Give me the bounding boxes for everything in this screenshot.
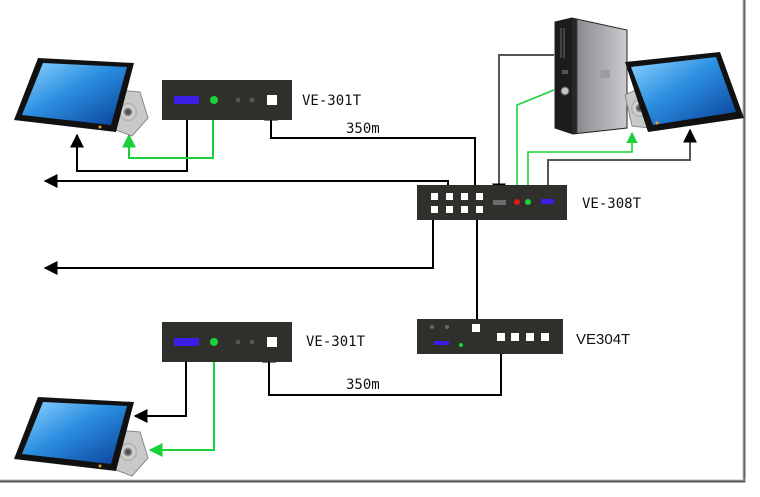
cable-video-301-bottom-to-monitor (133, 343, 187, 423)
cable-video-301-top-to-monitor (70, 102, 188, 172)
port-video-gray (493, 200, 506, 205)
frame-border (0, 0, 746, 483)
led-indicator (445, 325, 449, 329)
label-ve308t: VE-308T (582, 196, 642, 212)
label-distance-top: 350m (346, 121, 380, 137)
led-indicator (249, 339, 255, 345)
port-audio-red (514, 199, 520, 205)
led-indicator (235, 339, 241, 345)
monitor-right (624, 52, 744, 132)
cable-network-308-to-301-top (264, 106, 476, 190)
monitor-icon (625, 52, 744, 132)
led-indicator (235, 97, 241, 103)
led-indicator (249, 97, 255, 103)
cable-network-304-to-301-bottom (262, 340, 502, 396)
port-network (267, 337, 277, 347)
network-ports (431, 193, 483, 213)
monitor-top-left (14, 58, 149, 137)
port-video-blue (541, 199, 554, 204)
label-ve301t-top: VE-301T (302, 93, 362, 109)
device-ve304t (417, 319, 563, 354)
cable-audio-301-bottom-to-speaker (148, 343, 215, 457)
device-ve308t (417, 185, 567, 220)
cable-network-off-left-2 (43, 212, 434, 275)
monitor-bottom-left (14, 397, 149, 477)
device-ve301t-top (162, 80, 292, 120)
monitor-icon (14, 58, 134, 132)
port-audio-green (210, 338, 218, 346)
port-video-blue (174, 338, 199, 346)
led-indicator (430, 325, 434, 329)
device-ve301t-bottom (162, 322, 292, 362)
port-video-blue (174, 96, 199, 104)
cable-audio-308-to-speaker-right (527, 131, 638, 200)
port-audio-green (210, 96, 218, 104)
label-distance-bottom: 350m (346, 377, 380, 393)
cable-video-pc-to-308 (492, 54, 554, 198)
port-audio-green (525, 199, 531, 205)
speaker-icon (115, 429, 149, 477)
port-network-in (472, 324, 480, 332)
cable-audio-pc-to-308 (511, 89, 555, 200)
pc-tower-icon (554, 17, 628, 135)
port-video-blue (434, 341, 449, 345)
monitor-icon (14, 397, 134, 471)
cable-audio-301-top-to-speaker (122, 101, 214, 159)
port-network (267, 95, 277, 105)
led-green (459, 343, 463, 347)
speaker-icon (115, 89, 149, 137)
cable-network-off-left-1 (43, 174, 449, 192)
network-ports (497, 333, 549, 341)
cable-video-308-to-monitor-right (547, 128, 697, 200)
label-ve304t: VE304T (576, 331, 630, 348)
label-ve301t-bottom: VE-301T (306, 334, 366, 350)
